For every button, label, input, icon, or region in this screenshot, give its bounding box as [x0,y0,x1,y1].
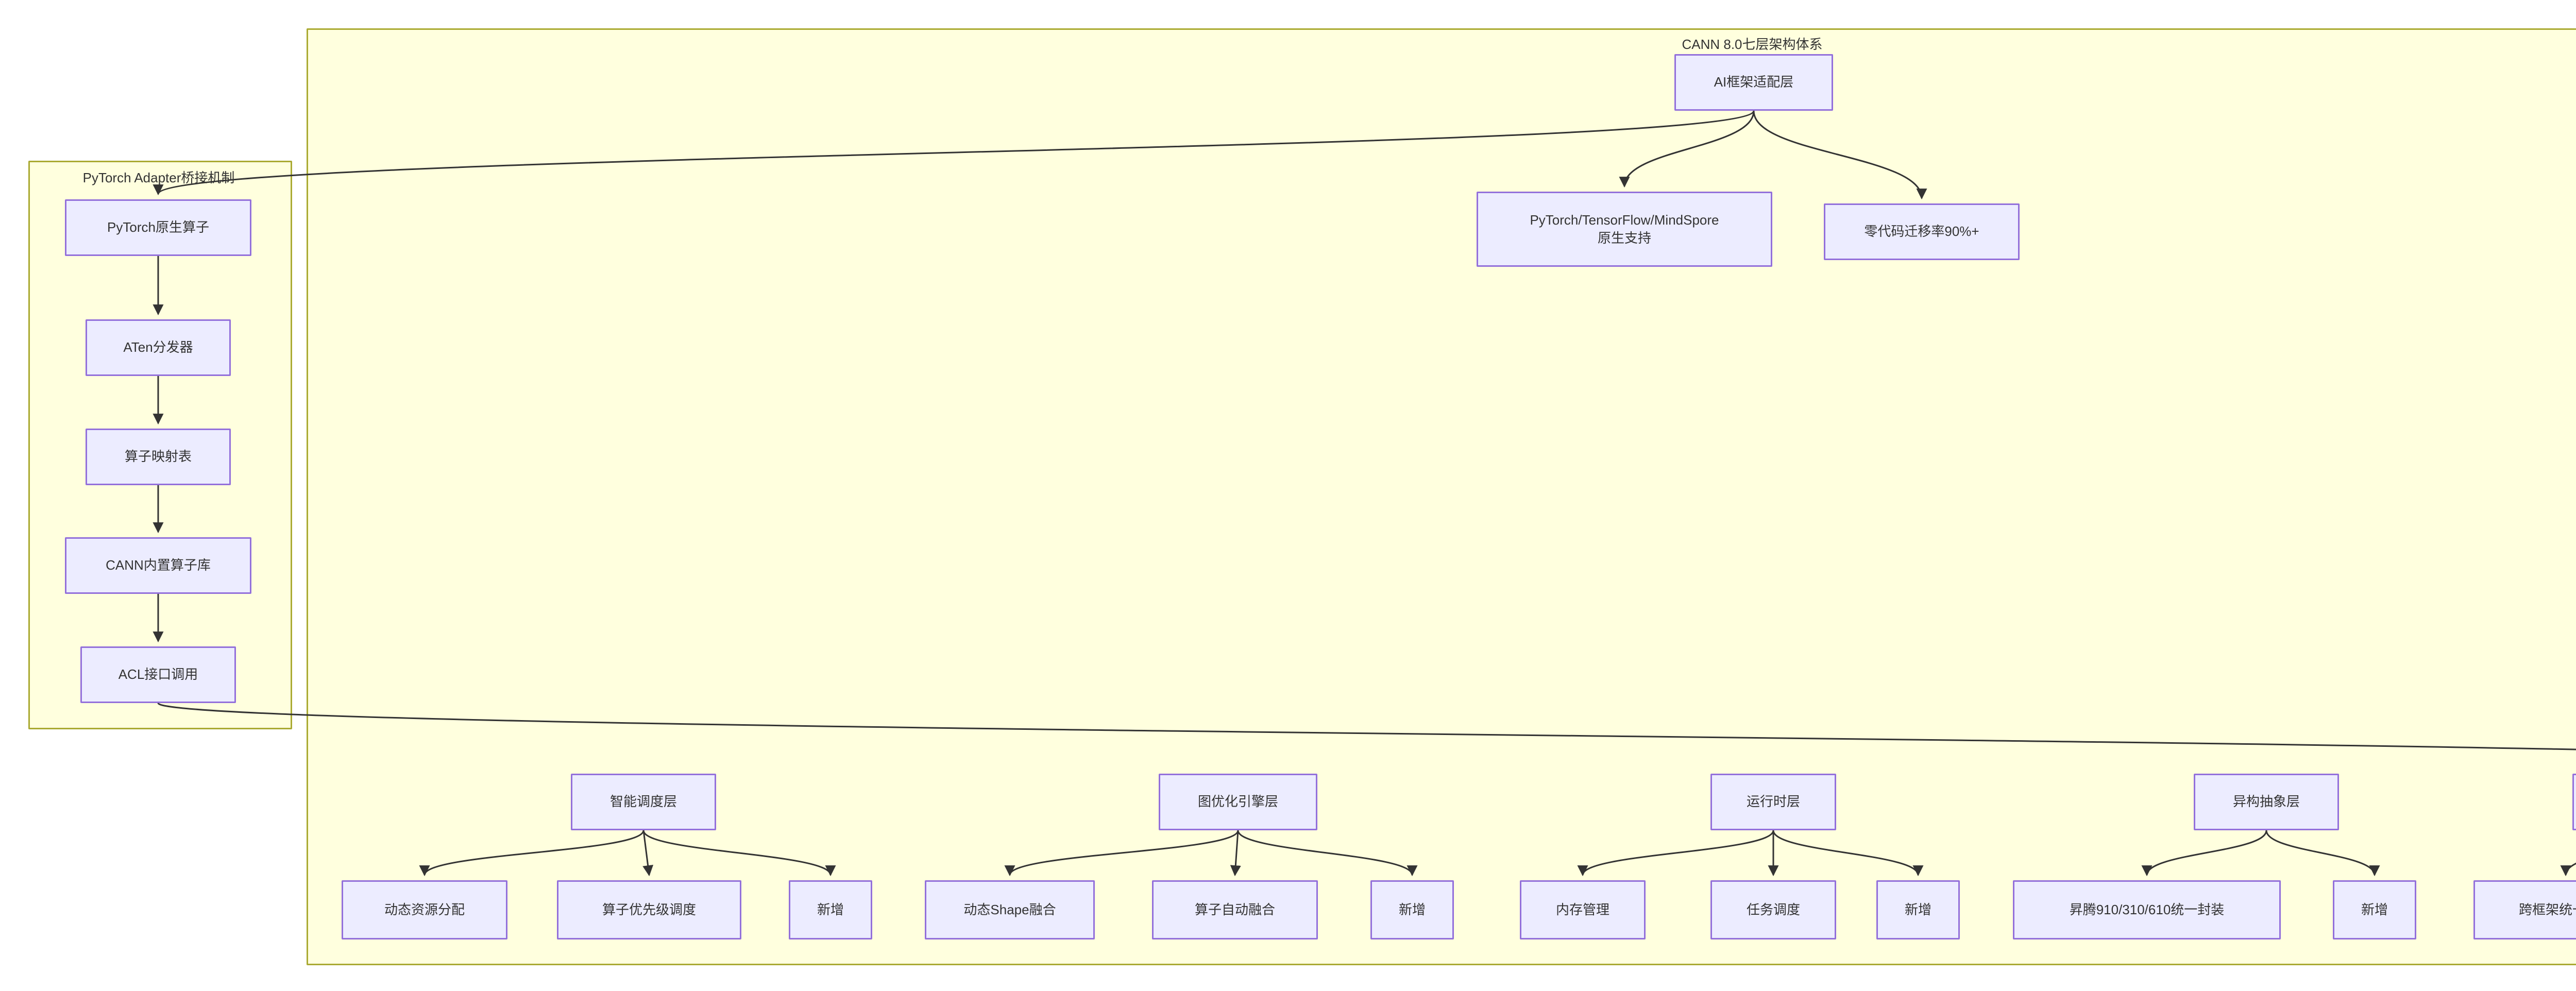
node-op-priority-sched[interactable]: 算子优先级调度 [557,880,741,939]
node-aten-dispatcher[interactable]: ATen分发器 [86,319,231,376]
node-cann-builtin-oplib[interactable]: CANN内置算子库 [65,537,251,594]
node-label: 跨框架统一表示 [2518,901,2576,917]
node-runtime-new[interactable]: 新增 [1876,880,1960,939]
node-label: AI框架适配层 [1714,74,1794,90]
node-label: 智能调度层 [609,794,677,810]
node-label: PyTorch原生算子 [107,219,209,235]
node-label: 任务调度 [1746,901,1800,917]
node-label: 动态资源分配 [384,901,465,917]
node-hetero-abstract[interactable]: 异构抽象层 [2194,774,2339,830]
subgraph-title-pytorch-adapter: PyTorch Adapter桥接机制 [82,170,235,185]
node-label: 新增 [1904,901,1931,917]
node-auto-op-fusion[interactable]: 算子自动融合 [1152,880,1318,939]
node-label: 新增 [817,901,844,917]
node-sched-new[interactable]: 新增 [789,880,872,939]
node-ascend-unified[interactable]: 昇腾910/310/610统一封装 [2013,880,2281,939]
node-pytorch-native-op[interactable]: PyTorch原生算子 [65,199,251,256]
node-label: 昇腾910/310/610统一封装 [2069,901,2225,917]
node-label: 新增 [1398,901,1426,917]
node-ai-framework-layer[interactable]: AI框架适配层 [1674,54,1833,111]
node-ai-ir-layer[interactable]: AI IR中间表示层 [2572,774,2576,830]
node-scheduling-layer[interactable]: 智能调度层 [571,774,716,830]
node-cross-framework-ir[interactable]: 跨框架统一表示 [2473,880,2576,939]
subgraph-title-cann-architecture: CANN 8.0七层架构体系 [1682,37,1823,52]
node-op-mapping-table[interactable]: 算子映射表 [86,429,231,485]
node-label: 零代码迁移率90%+ [1864,224,1979,240]
node-task-scheduling[interactable]: 任务调度 [1710,880,1836,939]
node-label: 算子映射表 [124,449,192,465]
node-dynamic-resource[interactable]: 动态资源分配 [342,880,507,939]
node-graph-opt-layer[interactable]: 图优化引擎层 [1159,774,1317,830]
node-hetero-new[interactable]: 新增 [2333,880,2416,939]
node-acl-interface-call[interactable]: ACL接口调用 [80,646,236,703]
node-label: CANN内置算子库 [106,557,211,573]
node-label: 新增 [2361,901,2388,917]
node-graph-new[interactable]: 新增 [1370,880,1454,939]
node-label: 异构抽象层 [2232,794,2300,810]
node-label: 算子自动融合 [1194,901,1275,917]
node-dynamic-shape-fusion[interactable]: 动态Shape融合 [925,880,1095,939]
node-label: 运行时层 [1746,794,1800,810]
node-zero-code-migration[interactable]: 零代码迁移率90%+ [1824,203,2020,260]
node-label: 内存管理 [1555,901,1609,917]
node-runtime-layer[interactable]: 运行时层 [1710,774,1836,830]
node-label: 动态Shape融合 [963,901,1056,917]
node-label: ATen分发器 [123,339,193,355]
node-label: 算子优先级调度 [602,901,696,917]
node-memory-mgmt[interactable]: 内存管理 [1520,880,1646,939]
node-label: 图优化引擎层 [1197,794,1278,810]
node-label: ACL接口调用 [118,667,198,682]
